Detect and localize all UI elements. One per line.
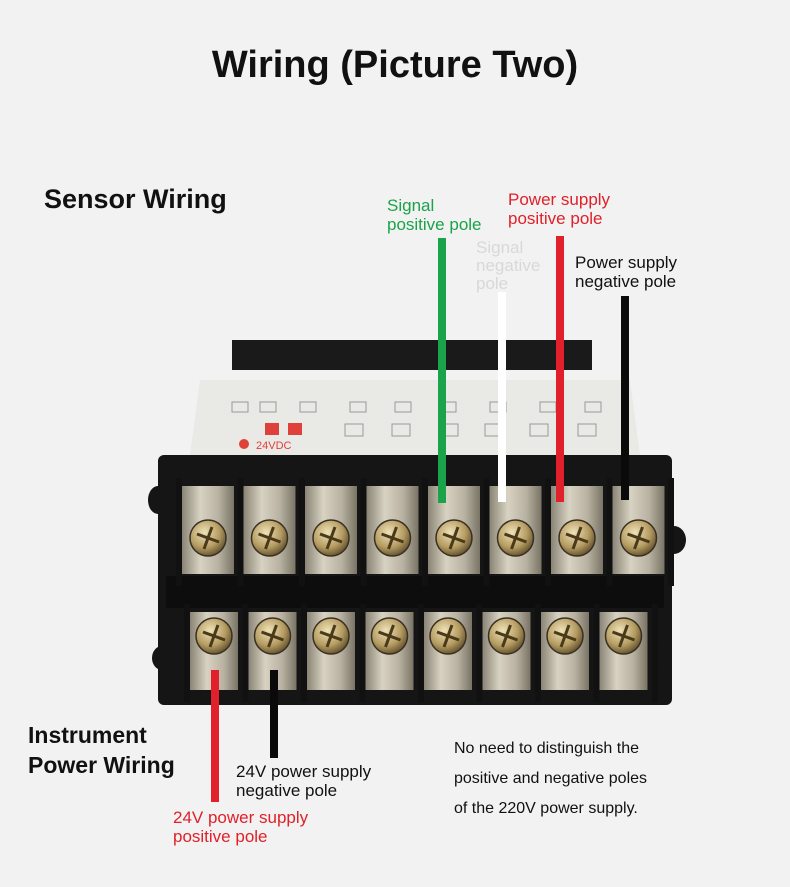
v24-negative-label: 24V power supply negative pole — [236, 762, 372, 800]
page-title: Wiring (Picture Two) — [211, 44, 579, 86]
label-red-dot — [239, 439, 249, 449]
upper-terminal-row — [176, 478, 674, 586]
label-red-marker-2 — [288, 423, 302, 435]
power-positive-wire — [556, 236, 564, 502]
signal-positive-label: Signal positive pole — [387, 196, 482, 234]
signal-negative-label: Signal negative pole — [476, 238, 541, 293]
lower-terminal-row — [184, 604, 658, 702]
v24-positive-label: 24V power supply positive pole — [173, 808, 309, 846]
power-negative-wire — [621, 296, 629, 500]
instrument-power-wiring-heading: Instrument Power Wiring — [28, 722, 175, 778]
device-label-panel — [190, 380, 640, 455]
device-top-edge — [232, 340, 592, 370]
signal-positive-wire — [438, 238, 446, 503]
label-red-marker-1 — [265, 423, 279, 435]
power-note: No need to distinguish the positive and … — [454, 740, 648, 817]
power-positive-label: Power supply positive pole — [508, 190, 611, 228]
v24-positive-wire — [211, 670, 219, 802]
sensor-wiring-heading: Sensor Wiring — [44, 184, 227, 214]
power-negative-label: Power supply negative pole — [575, 253, 678, 291]
v24-negative-wire — [270, 670, 278, 758]
device-voltage-label: 24VDC — [256, 440, 292, 452]
signal-negative-wire — [498, 292, 506, 502]
